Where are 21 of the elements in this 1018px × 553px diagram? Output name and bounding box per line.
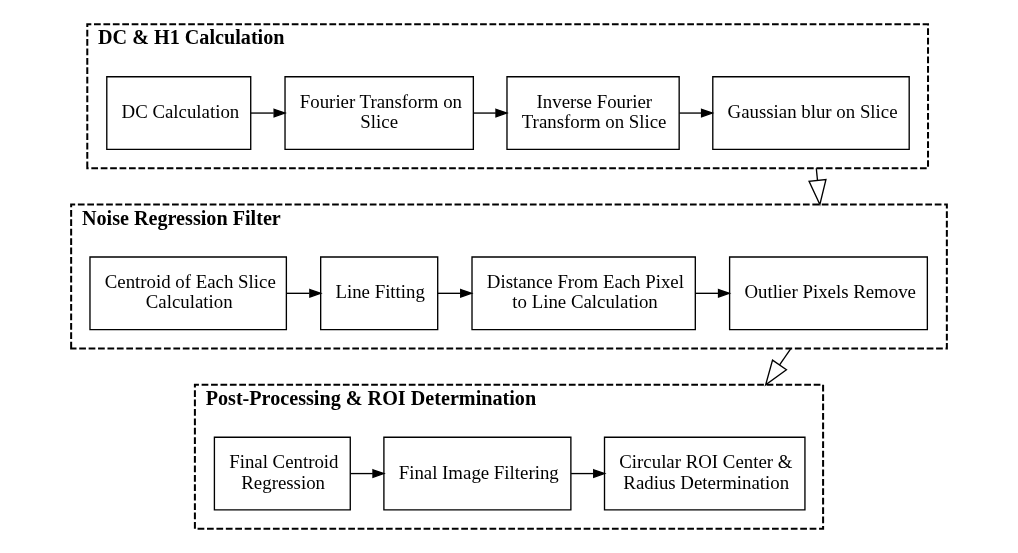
node-box: DC Calculation bbox=[106, 76, 252, 151]
node-box: Distance From Each Pixel to Line Calculation bbox=[471, 256, 696, 331]
node-box: Circular ROI Center & Radius Determination bbox=[603, 436, 806, 511]
node-box: Final Image Filtering bbox=[383, 436, 572, 511]
arrow bbox=[286, 288, 323, 299]
arrow bbox=[678, 108, 715, 118]
node-box: Centroid of Each Slice Calculation bbox=[89, 256, 288, 331]
arrow bbox=[472, 108, 509, 118]
node-box: Fourier Transform on Slice bbox=[284, 76, 475, 151]
arrow bbox=[437, 288, 474, 299]
node-box: Final Centroid Regression bbox=[213, 436, 351, 511]
arrow bbox=[764, 347, 792, 387]
arrow bbox=[250, 108, 287, 118]
node-box: Outlier Pixels Remove bbox=[728, 256, 929, 331]
node-box: Gaussian blur on Slice bbox=[712, 76, 910, 151]
arrow bbox=[694, 288, 732, 299]
node-box: Inverse Fourier Transform on Slice bbox=[506, 76, 680, 151]
arrow bbox=[570, 468, 607, 479]
arrow bbox=[808, 167, 827, 207]
node-box: Line Fitting bbox=[320, 256, 439, 331]
arrow bbox=[349, 468, 386, 479]
